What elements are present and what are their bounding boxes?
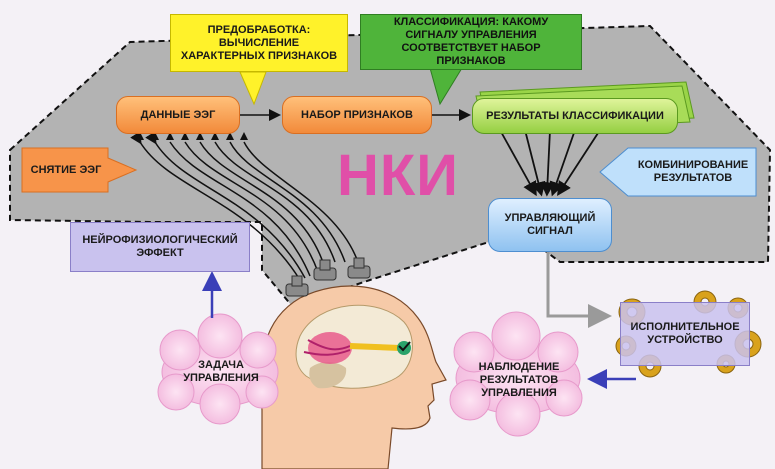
classification-box: КЛАССИФИКАЦИЯ: КАКОМУ СИГНАЛУ УПРАВЛЕНИЯ… (360, 14, 582, 70)
nki-title: НКИ (337, 142, 459, 208)
eeg-data-box: ДАННЫЕ ЭЭГ (116, 96, 240, 134)
head-icon (260, 285, 447, 469)
combining-shape (599, 147, 757, 197)
cloud-icon-task (157, 313, 279, 425)
arrow-signal-to-device (546, 252, 612, 328)
executive-device-box: ИСПОЛНИТЕЛЬНОЕ УСТРОЙСТВО (620, 302, 750, 366)
electrode-wires (130, 131, 359, 281)
preprocessing-box: ПРЕДОБРАБОТКА: ВЫЧИСЛЕНИЕ ХАРАКТЕРНЫХ ПР… (170, 14, 348, 72)
cloud-icon-observation (449, 311, 583, 437)
eeg-recording-label: СНЯТИЕ ЭЭГ (30, 163, 102, 176)
combining-results-label: КОМБИНИРОВАНИЕ РЕЗУЛЬТАТОВ (637, 159, 749, 184)
preproc-pointer (239, 71, 267, 106)
eeg-recording-shape (21, 147, 138, 193)
neuro-effect-box: НЕЙРОФИЗИОЛОГИЧЕСКИЙ ЭФФЕКТ (70, 222, 250, 272)
control-signal-box: УПРАВЛЯЮЩИЙ СИГНАЛ (488, 198, 612, 252)
observation-label: НАБЛЮДЕНИЕ РЕЗУЛЬТАТОВ УПРАВЛЕНИЯ (478, 360, 560, 399)
wire-arrowheads (136, 132, 248, 140)
arrows-results-to-signal (499, 129, 601, 197)
control-task-label: ЗАДАЧА УПРАВЛЕНИЯ (183, 359, 259, 384)
electrode-icon (285, 257, 371, 297)
classification-results-box: РЕЗУЛЬТАТЫ КЛАССИФИКАЦИИ (472, 98, 678, 134)
feature-set-box: НАБОР ПРИЗНАКОВ (282, 96, 432, 134)
